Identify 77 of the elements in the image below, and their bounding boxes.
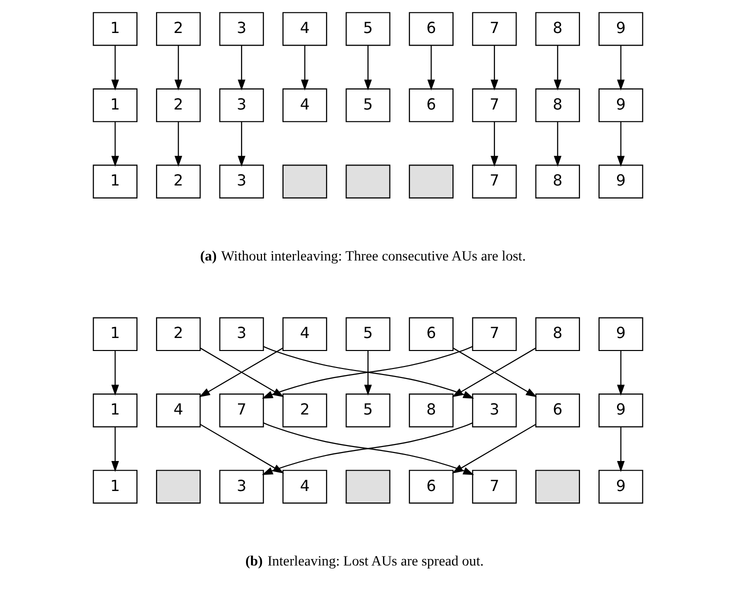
node-box (408, 164, 454, 198)
node-box: 6 (408, 470, 454, 504)
node-box: 1 (92, 394, 138, 428)
node-box (282, 164, 328, 198)
arrow (111, 122, 119, 167)
node-box: 2 (282, 394, 328, 428)
node-box: 7 (472, 12, 517, 46)
node-box: 8 (408, 394, 454, 428)
arrow (300, 45, 309, 90)
node-box: 3 (219, 164, 264, 198)
node-box: 4 (282, 317, 328, 352)
node-box: 2 (156, 164, 201, 198)
node-box: 4 (282, 470, 328, 504)
arrow (554, 45, 562, 90)
node-box: 5 (346, 317, 390, 352)
arrow (111, 45, 119, 90)
node-box: 1 (92, 12, 138, 46)
node-box: 5 (346, 394, 390, 428)
node-box (346, 164, 390, 198)
node-box: 8 (535, 12, 580, 46)
node-box: 3 (472, 394, 517, 428)
node-box: 5 (346, 12, 390, 46)
arrow (617, 426, 625, 472)
node-box (156, 470, 201, 504)
node-box: 8 (535, 164, 580, 198)
arrow (364, 350, 372, 396)
node-box: 2 (156, 88, 201, 122)
arrow (174, 45, 182, 90)
node-box: 1 (92, 88, 138, 122)
arrow (238, 45, 246, 90)
node-box: 3 (219, 12, 264, 46)
node-box: 4 (282, 88, 328, 122)
node-box: 1 (92, 164, 138, 198)
node-box: 4 (156, 394, 201, 428)
node-box: 2 (156, 12, 201, 46)
node-box: 7 (219, 394, 264, 428)
node-box: 4 (282, 12, 328, 46)
arrow (427, 45, 436, 90)
node-box: 1 (92, 317, 138, 352)
arrow (617, 45, 625, 90)
node-box: 1 (92, 470, 138, 504)
node-box: 7 (472, 317, 517, 352)
arrow (617, 122, 625, 167)
node-box: 9 (598, 317, 644, 352)
arrow (490, 122, 498, 167)
node-box: 6 (408, 12, 454, 46)
arrow (364, 45, 372, 90)
node-box: 6 (408, 88, 454, 122)
node-box: 3 (219, 470, 264, 504)
arrow (452, 424, 536, 474)
node-box: 9 (598, 164, 644, 198)
arrow (111, 350, 119, 396)
arrow (554, 122, 562, 167)
arrow (617, 350, 625, 396)
node-box: 7 (472, 88, 517, 122)
arrow (238, 122, 246, 167)
node-box (346, 470, 390, 504)
node-box: 8 (535, 88, 580, 122)
node-box: 8 (535, 317, 580, 352)
arrow (490, 45, 498, 90)
arrow (111, 426, 119, 472)
node-box: 6 (535, 394, 580, 428)
node-box: 9 (598, 88, 644, 122)
node-box: 2 (156, 317, 201, 352)
node-box: 7 (472, 470, 517, 504)
arrow (174, 122, 182, 167)
node-box: 7 (472, 164, 517, 198)
node-box: 6 (408, 317, 454, 352)
node-box (535, 470, 580, 504)
node-box: 3 (219, 88, 264, 122)
node-box: 3 (219, 317, 264, 352)
node-box: 9 (598, 394, 644, 428)
node-box: 9 (598, 12, 644, 46)
node-box: 9 (598, 470, 644, 504)
label: (b) Interleaving: Lost AUs are spread out. (245, 554, 484, 570)
node-box: 5 (346, 88, 390, 122)
label: (a) Without interleaving: Three consecutive AUs are lost. (200, 248, 526, 264)
